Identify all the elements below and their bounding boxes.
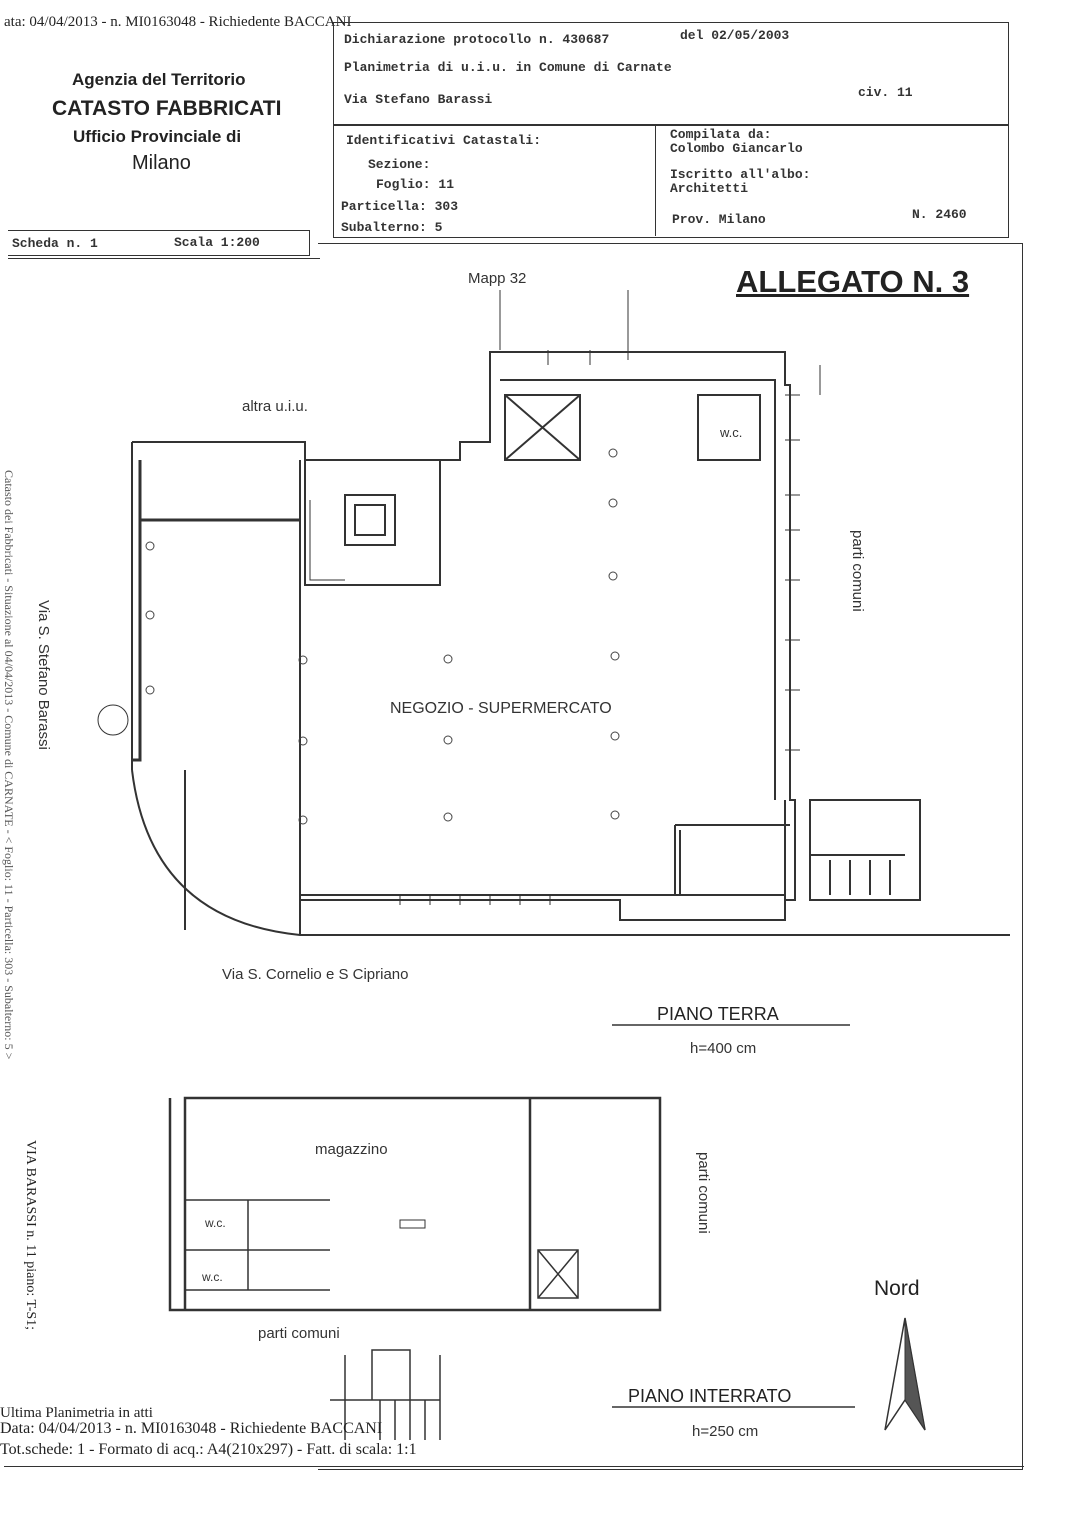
scheda: Scheda n. 1 bbox=[12, 236, 98, 251]
footer-request: Data: 04/04/2013 - n. MI0163048 - Richie… bbox=[0, 1420, 383, 1437]
altra-uiu-label: altra u.i.u. bbox=[242, 398, 308, 415]
parti-comuni-label: parti comuni bbox=[849, 530, 866, 612]
divider bbox=[8, 258, 320, 259]
subalterno: Subalterno: 5 bbox=[341, 220, 443, 235]
header-box bbox=[333, 22, 1009, 126]
compiler-name: Colombo Giancarlo bbox=[670, 141, 803, 156]
top-request-line: ata: 04/04/2013 - n. MI0163048 - Richied… bbox=[4, 14, 352, 30]
footer-format: Tot.schede: 1 - Formato di acq.: A4(210x… bbox=[0, 1441, 417, 1458]
street-left-label: Via S. Stefano Barassi bbox=[35, 600, 52, 750]
floor-height-ground: h=400 cm bbox=[690, 1040, 757, 1057]
scheda-box bbox=[8, 230, 310, 256]
wc-label: w.c. bbox=[202, 1270, 223, 1284]
plan-frame bbox=[318, 243, 1023, 1470]
agency-city: Milano bbox=[132, 152, 191, 174]
wc-label: w.c. bbox=[720, 425, 743, 440]
agency-catasto: CATASTO FABBRICATI bbox=[52, 97, 282, 120]
agency-office: Ufficio Provinciale di bbox=[73, 127, 242, 146]
floor-label-basement: PIANO INTERRATO bbox=[628, 1386, 792, 1406]
identifiers-title: Identificativi Catastali: bbox=[346, 133, 542, 148]
agency-name: Agenzia del Territorio bbox=[72, 70, 246, 89]
particella: Particella: 303 bbox=[341, 199, 459, 214]
declaration-date: del 02/05/2003 bbox=[680, 28, 790, 43]
plan-title: Planimetria di u.i.u. in Comune di Carna… bbox=[344, 60, 672, 75]
street: Via Stefano Barassi bbox=[344, 92, 493, 107]
identifiers-box bbox=[333, 124, 1009, 238]
magazzino-label: magazzino bbox=[315, 1141, 388, 1158]
sezione: Sezione: bbox=[368, 157, 431, 172]
albo-label: Iscritto all'albo: bbox=[670, 167, 811, 182]
street-bottom-label: Via S. Cornelio e S Cipriano bbox=[222, 966, 409, 983]
wc-label: w.c. bbox=[205, 1216, 226, 1230]
side-address-text: VIA BARASSI n. 11 piano: T-S1; bbox=[23, 1140, 38, 1331]
albo: Architetti bbox=[670, 181, 749, 196]
civic: civ. 11 bbox=[858, 85, 913, 100]
side-situation-text: Catasto dei Fabbricati - Situazione al 0… bbox=[2, 470, 16, 1060]
declaration: Dichiarazione protocollo n. 430687 bbox=[344, 32, 610, 47]
foglio: Foglio: 11 bbox=[376, 177, 455, 192]
scala: Scala 1:200 bbox=[174, 235, 260, 250]
prov: Prov. Milano bbox=[672, 212, 766, 227]
allegato-title: ALLEGATO N. 3 bbox=[736, 264, 970, 299]
floor-height-basement: h=250 cm bbox=[692, 1423, 759, 1440]
main-room-label: NEGOZIO - SUPERMERCATO bbox=[390, 700, 612, 717]
compiler-label: Compilata da: bbox=[670, 127, 772, 142]
parti-comuni-label: parti comuni bbox=[258, 1325, 340, 1342]
divider bbox=[655, 124, 656, 236]
footer-last-plan: Ultima Planimetria in atti bbox=[0, 1405, 153, 1421]
mapp-label: Mapp 32 bbox=[468, 270, 527, 287]
parti-comuni-label: parti comuni bbox=[695, 1152, 712, 1234]
floor-label-ground: PIANO TERRA bbox=[657, 1004, 779, 1024]
compiler-number: N. 2460 bbox=[912, 207, 967, 222]
north-label: Nord bbox=[874, 1277, 920, 1300]
divider bbox=[4, 1466, 1024, 1467]
